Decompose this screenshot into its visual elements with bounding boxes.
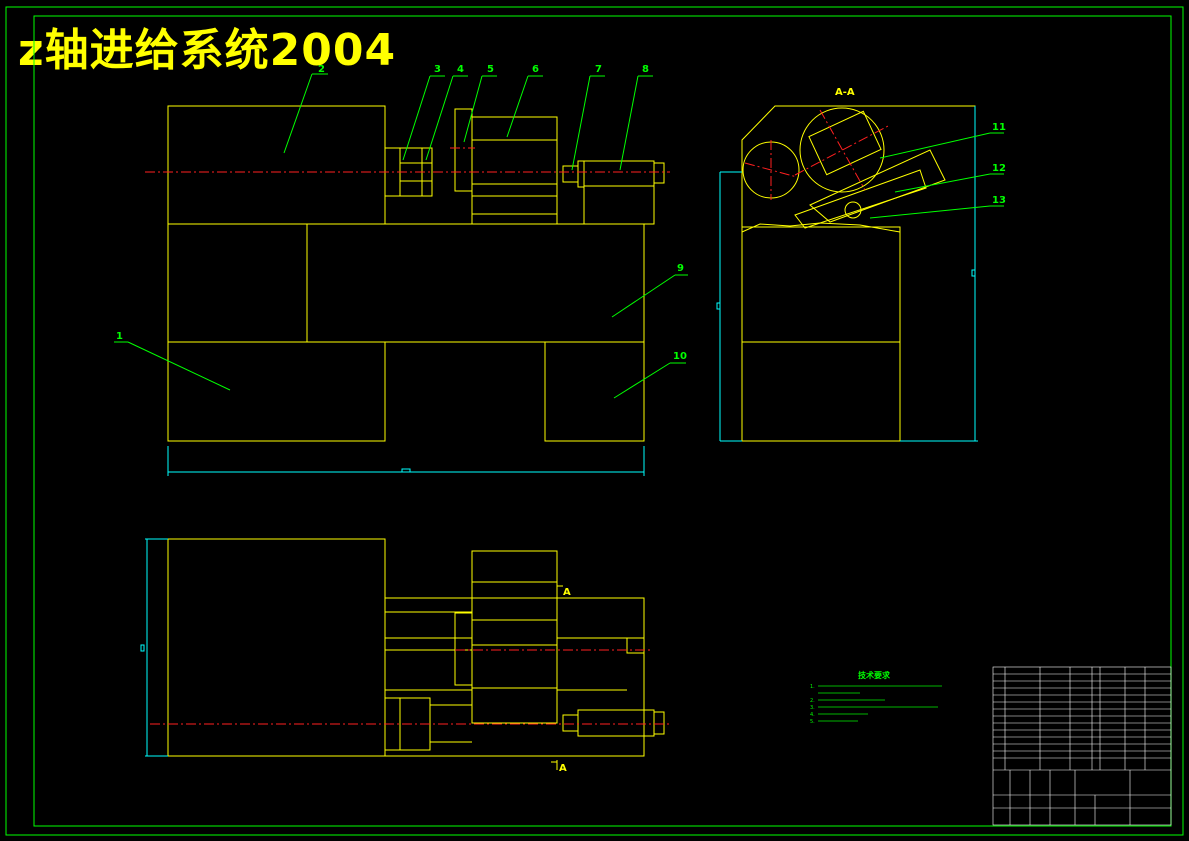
- tech-requirements: 技术要求 1. 2. 3. 4. 5.: [810, 670, 942, 725]
- part-label-13: 13: [992, 195, 1006, 206]
- part-label-2: 2: [318, 64, 325, 75]
- inner-frame: [33, 15, 1172, 827]
- tech-item-3: 3.: [810, 705, 815, 711]
- tech-item-5: 5.: [810, 719, 815, 725]
- top-view: [140, 538, 670, 770]
- part-label-1: 1: [116, 331, 123, 342]
- section-view: [716, 105, 978, 442]
- part-label-6: 6: [532, 64, 539, 75]
- part-label-4: 4: [457, 64, 464, 75]
- section-leaders: [869, 132, 1004, 219]
- part-label-8: 8: [642, 64, 649, 75]
- section-marker-top: A: [563, 587, 571, 598]
- front-view: [145, 105, 670, 476]
- part-label-12: 12: [992, 163, 1006, 174]
- tech-requirements-heading: 技术要求: [858, 670, 891, 680]
- drawing-title: z轴进给系统2004: [18, 25, 397, 76]
- part-label-3: 3: [434, 64, 441, 75]
- outer-frame: [5, 6, 1184, 836]
- section-title: A-A: [835, 87, 855, 98]
- front-leaders: [114, 73, 688, 399]
- part-label-5: 5: [487, 64, 494, 75]
- tech-item-4: 4.: [810, 712, 815, 718]
- part-label-11: 11: [992, 122, 1006, 133]
- part-label-9: 9: [677, 263, 684, 274]
- section-marker-bottom: A: [559, 763, 567, 774]
- tech-item-1: 1.: [810, 684, 815, 690]
- part-label-10: 10: [673, 351, 687, 362]
- part-label-7: 7: [595, 64, 602, 75]
- tech-item-2: 2.: [810, 698, 815, 704]
- title-block: [992, 666, 1172, 826]
